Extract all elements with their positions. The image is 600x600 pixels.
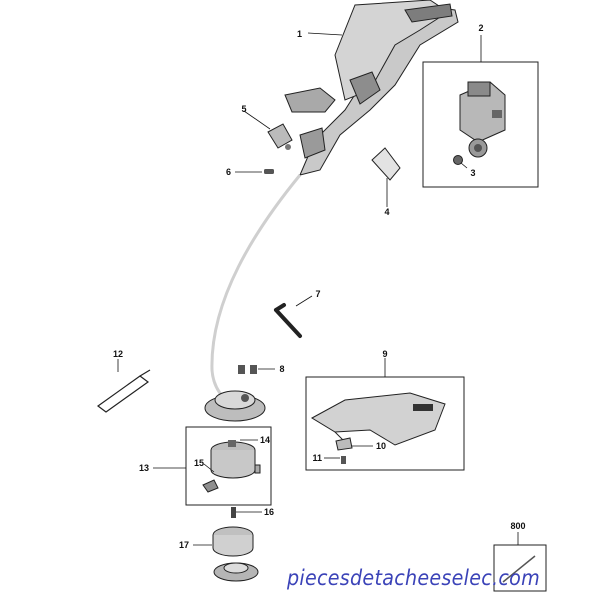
callout-13: 13 <box>139 463 149 473</box>
callout-17: 17 <box>179 540 189 550</box>
callout-2: 2 <box>478 23 483 33</box>
callout-3: 3 <box>470 168 475 178</box>
trimmer-head <box>204 390 266 422</box>
spool-spring-part-15 <box>202 479 219 493</box>
motor <box>459 81 506 158</box>
spool-line-box <box>493 544 547 592</box>
main-housing <box>284 0 459 176</box>
spool <box>212 526 254 557</box>
callout-8: 8 <box>279 364 284 374</box>
spool-clip-part-14 <box>254 464 261 474</box>
leader-lines <box>117 32 519 546</box>
callout-labels: 1 2 3 4 5 6 7 8 9 10 11 12 13 14 15 16 1… <box>113 23 526 550</box>
callout-11: 11 <box>312 453 322 463</box>
screw-part-6 <box>264 169 274 174</box>
callout-1: 1 <box>297 29 302 39</box>
callout-15: 15 <box>194 458 204 468</box>
line-pack <box>502 555 536 583</box>
spool-housing-box <box>185 426 272 506</box>
callout-7: 7 <box>315 289 320 299</box>
spool-cap <box>213 562 259 582</box>
screws-part-8 <box>238 365 257 374</box>
clip-part-4 <box>371 147 401 181</box>
callout-12: 12 <box>113 349 123 359</box>
spool-housing <box>210 440 256 479</box>
guard <box>310 392 446 446</box>
hex-key <box>274 308 302 338</box>
callout-6: 6 <box>226 167 231 177</box>
guard-bracket-part-10 <box>335 437 353 451</box>
watermark: piecesdetacheeselec.com <box>286 566 540 590</box>
wire-guard <box>96 375 150 413</box>
lever-part-5 <box>267 123 293 150</box>
callout-4: 4 <box>384 207 389 217</box>
pinion-screw <box>453 155 463 165</box>
motor-box <box>422 61 539 188</box>
callout-9: 9 <box>382 349 387 359</box>
callout-800: 800 <box>510 521 525 531</box>
screw-part-11 <box>341 456 346 464</box>
callout-16: 16 <box>264 507 274 517</box>
callout-5: 5 <box>241 104 246 114</box>
callout-10: 10 <box>376 441 386 451</box>
callout-14: 14 <box>260 435 270 445</box>
bolt-part-16 <box>231 507 236 518</box>
